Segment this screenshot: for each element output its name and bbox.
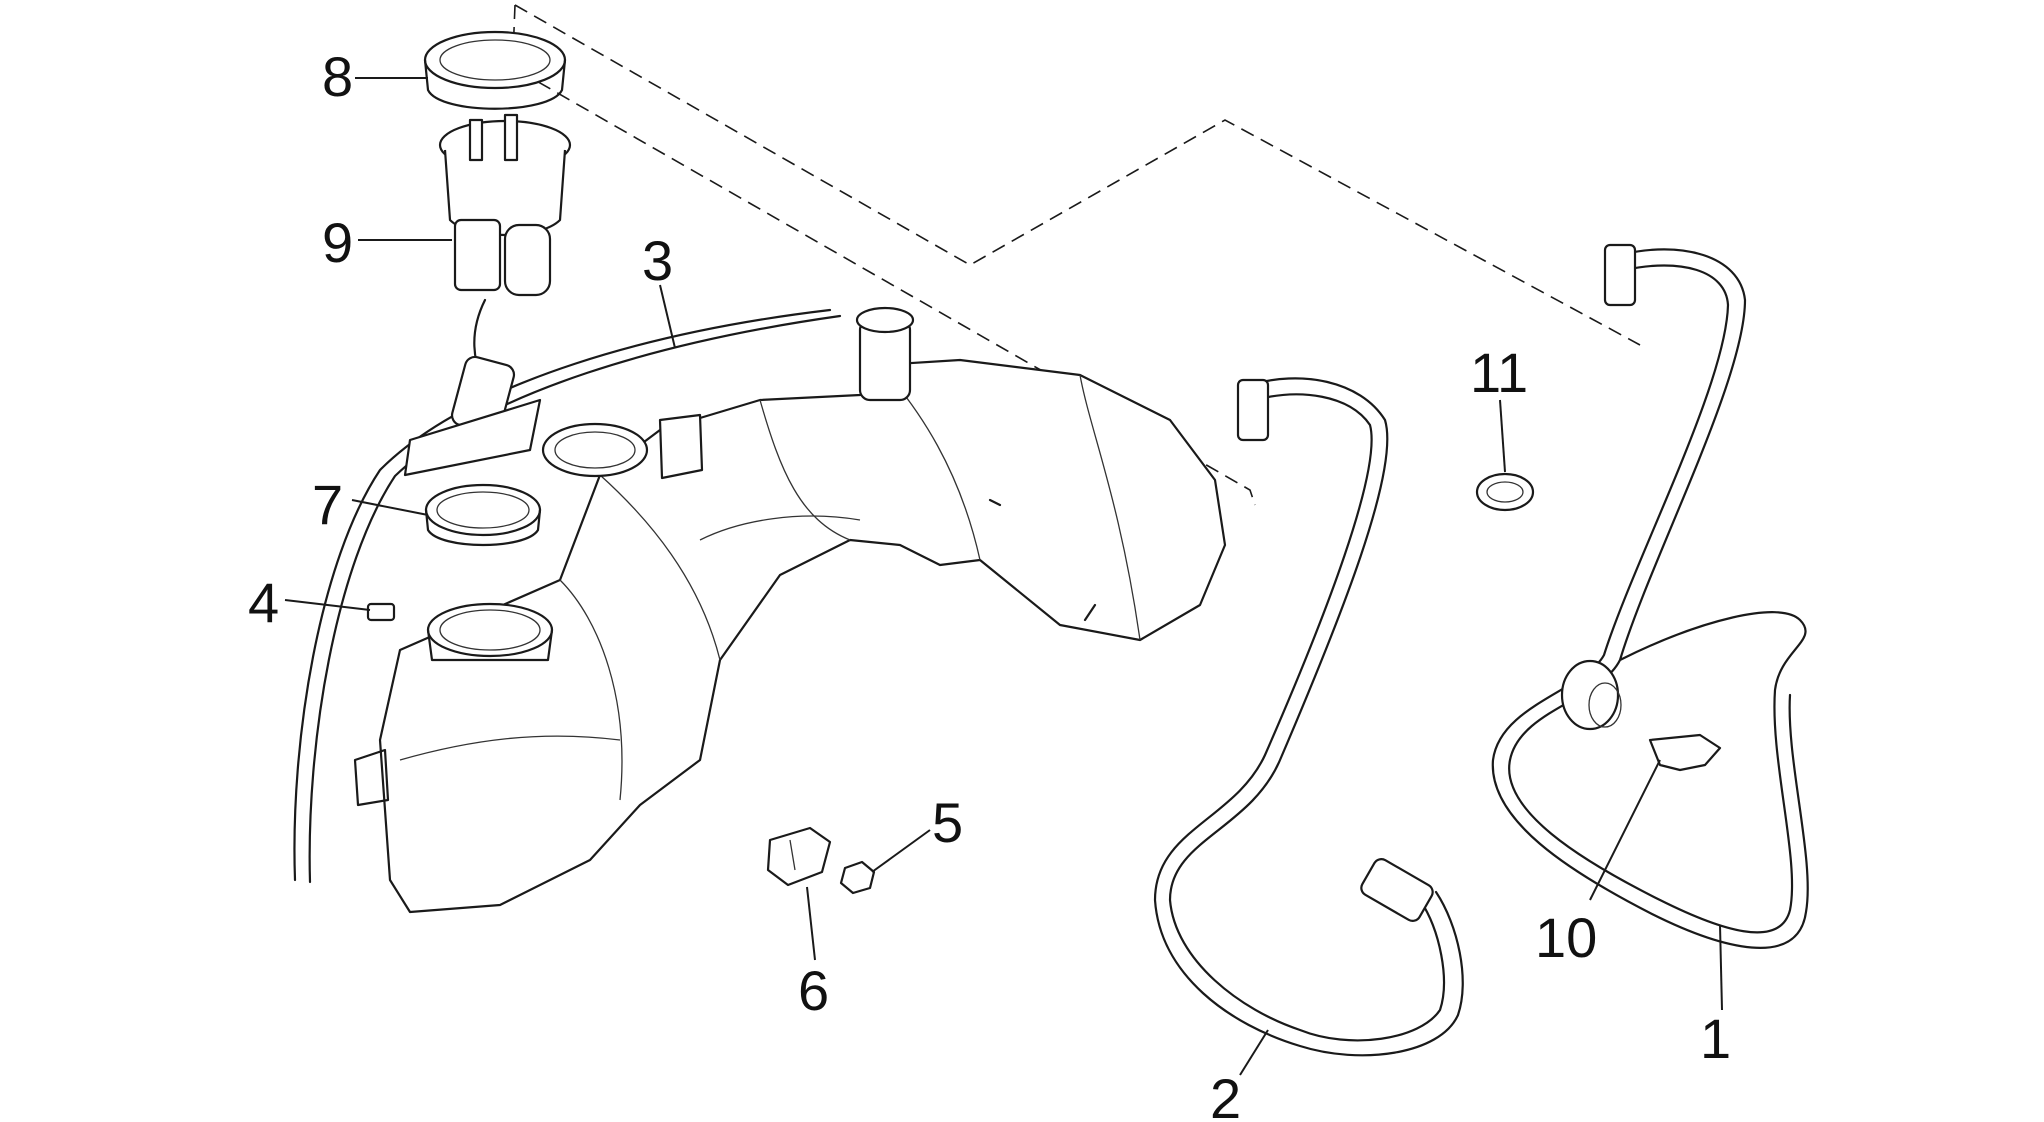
callout-3: 3: [642, 229, 673, 292]
fuel-pump: [403, 113, 572, 477]
leader-lines: [284, 77, 1723, 1076]
p-clamp: [766, 826, 832, 887]
callout-7: 7: [312, 473, 343, 536]
callout-9: 9: [322, 211, 353, 274]
callout-10: 10: [1535, 906, 1597, 969]
hex-nut: [839, 860, 876, 895]
callout-6: 6: [798, 959, 829, 1022]
lock-ring: [423, 30, 567, 110]
callout-2: 2: [1210, 1067, 1241, 1122]
vent-hose: [1153, 377, 1464, 1057]
tube-clip: [366, 602, 396, 622]
fuel-tank: [353, 306, 1227, 914]
callout-5: 5: [932, 791, 963, 854]
assembly-dashed-lines: [499, 4, 1641, 506]
callout-11: 11: [1470, 341, 1528, 404]
callouts: 8 9 3 7 4 5 6 2 1 10 11: [248, 45, 1731, 1122]
return-hose: [1491, 243, 1809, 949]
callout-8: 8: [322, 45, 353, 108]
callout-1: 1: [1700, 1007, 1731, 1070]
hose-clip: [1475, 472, 1535, 512]
hose-clamp-bracket: [1648, 733, 1722, 772]
callout-4: 4: [248, 571, 279, 634]
